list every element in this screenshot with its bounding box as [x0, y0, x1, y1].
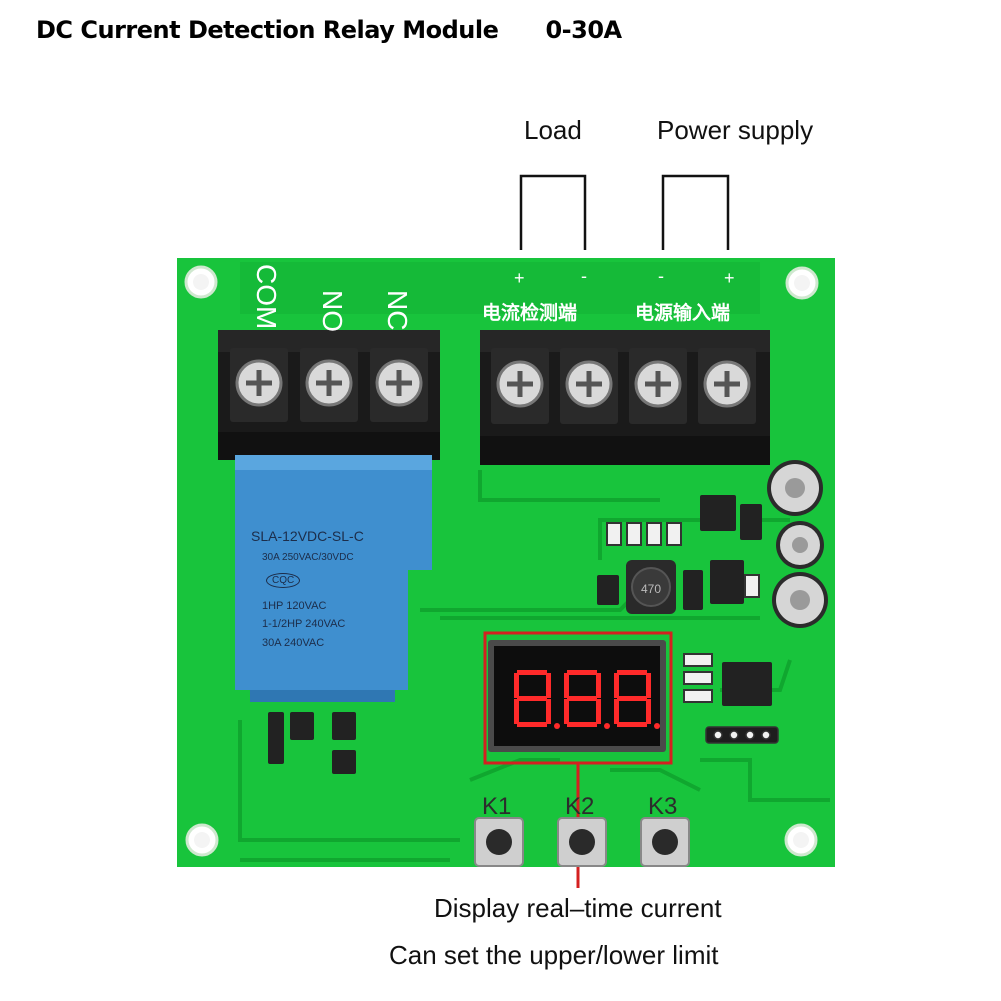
button-label-k1: K1	[482, 793, 512, 820]
relay-cert-logo: CQC	[266, 573, 301, 588]
power-terminal-label: 电源输入端	[635, 302, 731, 324]
display-digits	[514, 670, 660, 729]
limit-caption: Can set the upper/lower limit	[389, 940, 719, 970]
relay-spec-1: 1HP 120VAC	[262, 600, 327, 612]
relay-rating: 30A 250VAC/30VDC	[262, 552, 354, 563]
relay-body	[235, 455, 432, 702]
push-buttons	[474, 817, 690, 867]
terminal-label-no: NO	[317, 290, 348, 332]
display-caption: Display real–time current	[434, 893, 722, 923]
inductor-mark: 470	[641, 582, 661, 596]
button-label-k2: K2	[565, 793, 595, 820]
polarity-load-minus: -	[581, 266, 587, 286]
polarity-power-minus: -	[658, 266, 664, 286]
pin-header	[705, 726, 779, 744]
polarity-load-plus: +	[514, 268, 525, 288]
terminal-label-com: COM	[251, 264, 282, 330]
load-bracket	[519, 174, 587, 250]
relay-spec-3: 30A 240VAC	[262, 637, 325, 649]
page-title: DC Current Detection Relay Module 0-30A	[36, 16, 622, 44]
capacitors	[767, 460, 828, 628]
terminal-label-nc: NC	[382, 290, 413, 331]
current-terminal-label: 电流检测端	[482, 302, 578, 324]
smd-components	[268, 495, 772, 774]
polarity-power-plus: +	[724, 268, 735, 288]
power-supply-bracket	[661, 174, 730, 250]
relay-model: SLA-12VDC-SL-C	[251, 528, 364, 544]
mounting-holes	[184, 265, 819, 857]
load-label: Load	[524, 115, 582, 145]
resistors	[606, 522, 760, 703]
button-label-k3: K3	[648, 793, 678, 820]
relay-terminal-block	[218, 330, 440, 460]
input-terminal-block	[480, 330, 770, 465]
inductor: 470	[626, 560, 676, 614]
power-supply-label: Power supply	[657, 115, 814, 145]
relay-spec-2: 1-1/2HP 240VAC	[262, 618, 346, 630]
